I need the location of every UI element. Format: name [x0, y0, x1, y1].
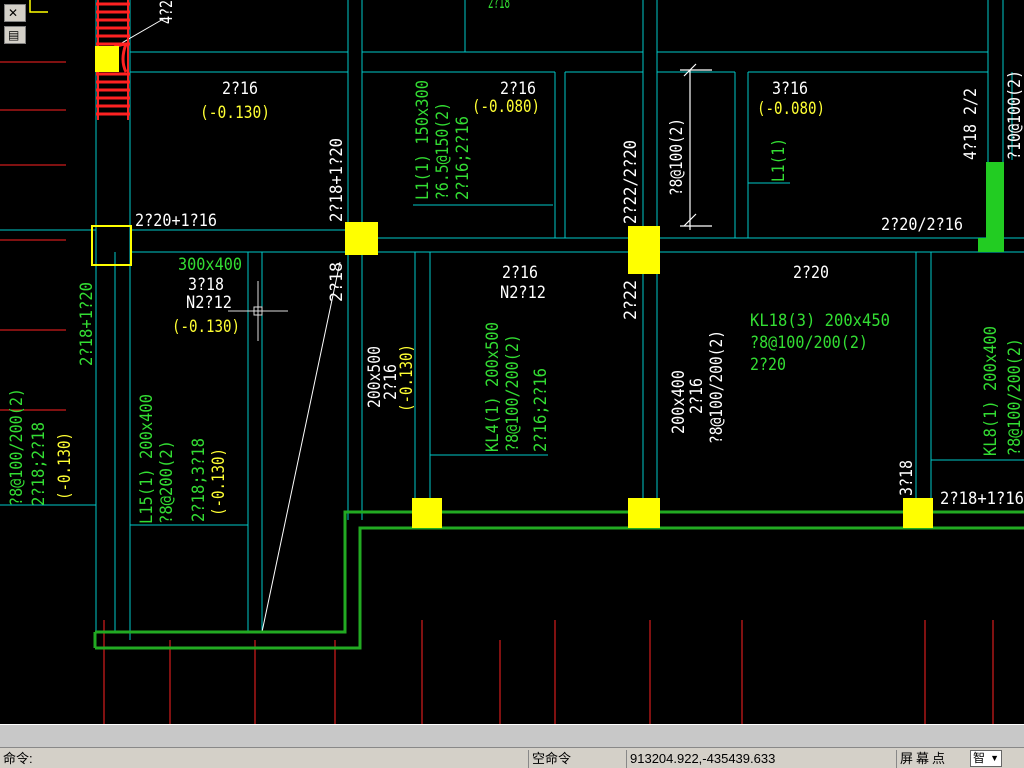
drawing-element [95, 510, 1024, 634]
label-t19: 2?18+1?16 [940, 489, 1024, 509]
drawing-element [683, 213, 697, 227]
label-v15: ?8@200(2) [157, 440, 177, 524]
label-v32: 4?2 [157, 0, 177, 24]
axis-lines [0, 61, 994, 724]
label-v13: (-0.130) [55, 432, 75, 500]
label-v11: ?8@100/200(2) [7, 388, 27, 506]
label-v21: (-0.130) [397, 344, 417, 412]
label-v2: ?6.5@150(2) [433, 102, 453, 200]
dimension-line [680, 63, 712, 230]
label-t16: KL18(3) 200x450 [750, 311, 890, 331]
drawing-element: 2?16 (-0.130) 2?16 (-0.080) 3?16 (-0.080… [135, 79, 1024, 509]
label-t1: 2?16 [222, 79, 258, 99]
label-v23: ?8@100/200(2) [503, 334, 523, 452]
drawing-element [903, 498, 933, 528]
leader-line [261, 261, 341, 633]
label-v12: 2?18;2?18 [29, 422, 49, 506]
close-icon: ✕ [8, 6, 19, 20]
label-t9: 300x400 [178, 255, 242, 275]
label-v19: 200x500 [365, 346, 385, 408]
label-v29: 3?18 [897, 460, 917, 496]
document-icon: ▤ [8, 28, 20, 42]
label-v30: KL8(1) 200x400 [981, 326, 1001, 456]
drawing-element [628, 226, 660, 274]
label-t4: (-0.080) [472, 97, 540, 117]
label-t2: (-0.130) [200, 103, 270, 123]
beam-outlines [0, 0, 1024, 640]
status-row: 命令: 空命令 913204.922,-435439.633 屏幕点 智 ▼ [0, 748, 1024, 768]
drawing-element: L1(1) 150x300 ?6.5@150(2) 2?16;2?16 2?18… [7, 0, 1024, 524]
status-bar: 命令: 空命令 913204.922,-435439.633 屏幕点 智 ▼ [0, 724, 1024, 768]
label-v16: 2?18;3?18 [189, 438, 209, 522]
label-t10: 3?18 [188, 275, 224, 295]
snap-dropdown-value: 智 [973, 751, 986, 765]
label-v25: 2?22 [621, 280, 641, 320]
selected-column [91, 225, 132, 266]
label-v5: 2?22/2?20 [621, 140, 641, 224]
label-t13: 2?16 [502, 263, 538, 283]
coordinate-readout: 913204.922,-435439.633 [626, 750, 896, 768]
label-t12: (-0.130) [172, 317, 240, 337]
label-t15: 2?20 [793, 263, 829, 283]
label-t8: 2?20/2?16 [881, 215, 963, 235]
label-v33: 2?18 [488, 0, 510, 13]
command-line[interactable]: 命令: [0, 750, 528, 768]
green-column-fill [978, 162, 1004, 252]
label-v27: 2?16 [687, 378, 707, 414]
drawing-element [412, 498, 442, 528]
chevron-down-icon: ▼ [990, 753, 999, 763]
label-v14: L15(1) 200x400 [137, 394, 157, 524]
snap-mode-label[interactable]: 屏幕点 [896, 750, 970, 768]
drawing-element [628, 498, 660, 528]
label-v31: ?8@100/200(2) [1005, 338, 1024, 456]
label-t5: 3?16 [772, 79, 808, 99]
label-t11: N2?12 [186, 293, 232, 313]
label-v7: L1(1) [769, 138, 789, 182]
label-v10: 2?18+1?20 [77, 282, 97, 366]
label-t14: N2?12 [500, 283, 546, 303]
label-t17: ?8@100/200(2) [750, 333, 868, 353]
label-v20: 2?16 [381, 364, 401, 400]
stair-hatch [96, 2, 130, 116]
label-v17: (-0.130) [209, 448, 229, 516]
command-label: 命令: [3, 751, 33, 766]
columns [95, 46, 933, 528]
label-v22: KL4(1) 200x500 [483, 322, 503, 452]
label-v28: ?8@100/200(2) [707, 330, 727, 444]
label-v8: 4?18 2/2 [961, 88, 981, 160]
cad-drawing-canvas[interactable]: 2?16 (-0.130) 2?16 (-0.080) 3?16 (-0.080… [0, 0, 1024, 724]
document-view-button[interactable]: ▤ [4, 26, 26, 44]
slab-edge [93, 510, 1024, 650]
label-t18: 2?20 [750, 355, 786, 375]
drawing-element [345, 222, 378, 255]
crosshair-cursor [228, 281, 288, 341]
label-v1: L1(1) 150x300 [413, 80, 433, 200]
mode-indicator: 空命令 [528, 750, 626, 768]
label-v6: ?8@100(2) [667, 118, 687, 196]
label-t3: 2?16 [500, 79, 536, 99]
label-v4: 2?18+1?20 [327, 138, 347, 222]
drawing-element [95, 526, 1024, 650]
snap-dropdown[interactable]: 智 ▼ [970, 750, 1002, 767]
close-drawing-button[interactable]: ✕ [4, 4, 26, 22]
label-v3: 2?16;2?16 [453, 116, 473, 200]
drawing-element [95, 46, 119, 72]
label-v24: 2?16;2?16 [531, 368, 551, 452]
drawing-element [253, 306, 263, 316]
label-v18: 2?18 [327, 262, 347, 302]
corner-mark [29, 0, 48, 13]
label-t6: (-0.080) [757, 99, 825, 119]
label-v9: ?10@100(2) [1005, 70, 1024, 160]
command-history-area[interactable] [0, 724, 1024, 748]
label-t7: 2?20+1?16 [135, 211, 217, 231]
label-v26: 200x400 [669, 370, 689, 434]
